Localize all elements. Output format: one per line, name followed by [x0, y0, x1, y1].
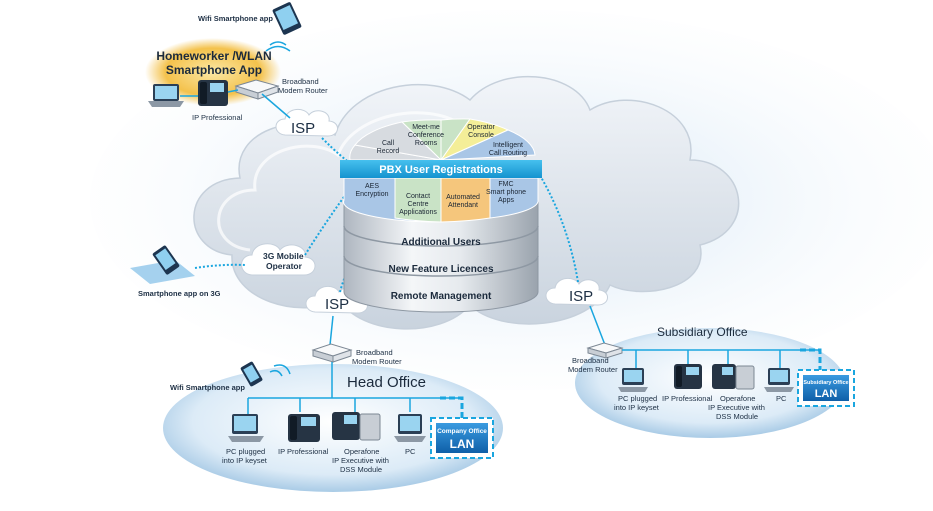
smartphone-icon [272, 2, 302, 35]
mobile-operator-node: 3G Mobile Operator [241, 243, 316, 276]
pc-icon [228, 414, 264, 442]
mobile-operator-label-1: 3G Mobile [263, 251, 304, 261]
broadband-top-label-2: Modem Router [278, 86, 328, 95]
meetme-label-1: Meet-me [412, 124, 440, 131]
fmc-label-3: Apps [498, 197, 514, 204]
meetme-label-2: Conference [408, 132, 444, 139]
mobile-to-pbx-link [304, 174, 361, 256]
homeworker-title-line2: Smartphone App [166, 63, 262, 77]
company-lan-label-1: Company Office [437, 428, 487, 435]
subsidiary-lan-label-1: Subsidiary Office [803, 380, 848, 386]
head-office-lan-lines [247, 362, 464, 418]
routing-label-1: Intelligent [493, 142, 523, 149]
wifi-smartphone-app-head-label: Wifi Smartphone app [170, 383, 245, 392]
operafone-head-label-2: IP Executive with [332, 456, 389, 465]
pbx-layer-remote-management: Remote Management [391, 291, 492, 302]
operafone-sub-label-3: DSS Module [716, 412, 758, 421]
isp-right-to-router-link [589, 305, 606, 346]
attendant-label-2: Attendant [448, 202, 478, 209]
isp-right-to-pbx-link [537, 171, 579, 283]
company-lan-badge: Company Office LAN [430, 417, 494, 459]
smartphone-icon [240, 361, 263, 387]
pc-sub-label: PC [776, 394, 787, 403]
aes-label-2: Encryption [355, 191, 388, 198]
operator-label-2: Console [468, 132, 494, 139]
operafone-head-label-1: Operafone [344, 447, 379, 456]
isp-top-label: ISP [291, 120, 315, 137]
subsidiary-office-zone [575, 328, 845, 438]
pc-keyset-sub-label-1: PC plugged [618, 394, 657, 403]
phone-to-mobile-link [194, 263, 246, 269]
contact-label-1: Contact [406, 193, 430, 200]
ip-phone-icon [674, 364, 702, 389]
router-icon [311, 343, 353, 363]
company-lan-label-2: LAN [450, 437, 475, 451]
operafone-sub-label-1: Operafone [720, 394, 755, 403]
fmc-label-1: FMC [498, 181, 513, 188]
fmc-label-2: Smart phone [486, 189, 526, 196]
pc-keyset-head-label-1: PC plugged [226, 447, 265, 456]
router-to-isp-top-link [261, 93, 291, 119]
contact-label-3: Applications [399, 209, 437, 216]
isp-top-to-pbx-link [321, 137, 355, 167]
operafone-dss-icon [332, 412, 381, 441]
operafone-sub-label-2: IP Executive with [708, 403, 765, 412]
smartphone-3g-label: Smartphone app on 3G [138, 289, 221, 298]
pc-icon [394, 414, 426, 442]
isp-right-node: ISP [545, 278, 608, 306]
pc-head-label: PC [405, 447, 416, 456]
isp-bottom-to-router-link [329, 315, 334, 346]
contact-label-2: Centre [407, 201, 428, 208]
laptop-icon [148, 84, 184, 107]
pc-keyset-head-label-2: into IP keyset [222, 456, 268, 465]
pc-icon [764, 368, 794, 392]
wifi-signal-icon [269, 364, 291, 377]
isp-bottom-label: ISP [325, 296, 349, 313]
subsidiary-lan-lines [622, 348, 822, 372]
meetme-label-3: Rooms [415, 140, 438, 147]
call-record-label-2: Record [377, 148, 400, 155]
pc-keyset-sub-label-2: into IP keyset [614, 403, 660, 412]
isp-right-label: ISP [569, 288, 593, 305]
call-record-label-1: Call [382, 140, 395, 147]
broadband-top-label-1: Broadband [282, 77, 319, 86]
attendant-label-1: Automated [446, 194, 480, 201]
ip-professional-head-label: IP Professional [278, 447, 329, 456]
router-icon [586, 342, 624, 359]
smartphone-3g-icon [130, 245, 195, 284]
isp-top-node: ISP [275, 109, 338, 137]
routing-label-2: Call Routing [489, 150, 527, 157]
ip-phone-icon [288, 414, 320, 442]
homeworker-router-link [227, 89, 239, 93]
pbx-layer-additional-users: Additional Users [401, 237, 481, 248]
wifi-smartphone-app-top-label: Wifi Smartphone app [198, 14, 273, 23]
pbx-registrations-band [340, 160, 542, 178]
wifi-signal-icon [265, 41, 291, 52]
pbx-layer-feature-licences: New Feature Licences [388, 264, 493, 275]
subsidiary-office-title: Subsidiary Office [657, 325, 748, 339]
aes-label-1: AES [365, 183, 379, 190]
broadband-head-label-1: Broadband [356, 348, 393, 357]
subsidiary-lan-badge: Subsidiary Office LAN [797, 369, 855, 407]
operafone-head-label-3: DSS Module [340, 465, 382, 474]
homeworker-title-line1: Homeworker /WLAN [156, 49, 271, 63]
subsidiary-lan-label-2: LAN [815, 388, 838, 400]
broadband-sub-label-2: Modem Router [568, 365, 618, 374]
pc-icon [618, 368, 648, 392]
ip-professional-top-label: IP Professional [192, 113, 243, 122]
ip-professional-sub-label: IP Professional [662, 394, 713, 403]
pbx-band-label: PBX User Registrations [379, 164, 502, 176]
broadband-sub-label-1: Broadband [572, 356, 609, 365]
operator-label-1: Operator [467, 124, 495, 131]
head-office-title: Head Office [347, 374, 426, 391]
mobile-operator-label-2: Operator [266, 261, 303, 271]
operafone-dss-icon [712, 364, 755, 390]
ip-phone-icon [198, 80, 228, 106]
pbx-cylinder: PBX User Registrations Call Record Meet-… [340, 118, 542, 313]
broadband-head-label-2: Modem Router [352, 357, 402, 366]
